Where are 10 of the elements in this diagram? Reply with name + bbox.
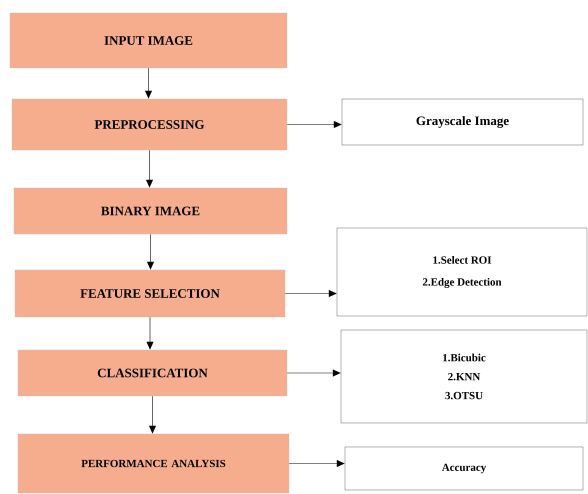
process-box: PERFORMANCE ANALYSIS	[18, 434, 290, 494]
output-box: 1.Bicubic 2.KNN 3.OTSU	[340, 330, 588, 424]
process-box: FEATURE SELECTION	[14, 270, 286, 318]
output-box: Grayscale Image	[342, 98, 584, 146]
output-box: 1.Select ROI 2.Edge Detection	[336, 228, 588, 316]
process-box: CLASSIFICATION	[18, 350, 288, 396]
process-box: BINARY IMAGE	[14, 188, 288, 234]
process-box: INPUT IMAGE	[10, 12, 288, 68]
output-box: Accuracy	[344, 446, 584, 490]
process-box: PREPROCESSING	[12, 98, 288, 150]
